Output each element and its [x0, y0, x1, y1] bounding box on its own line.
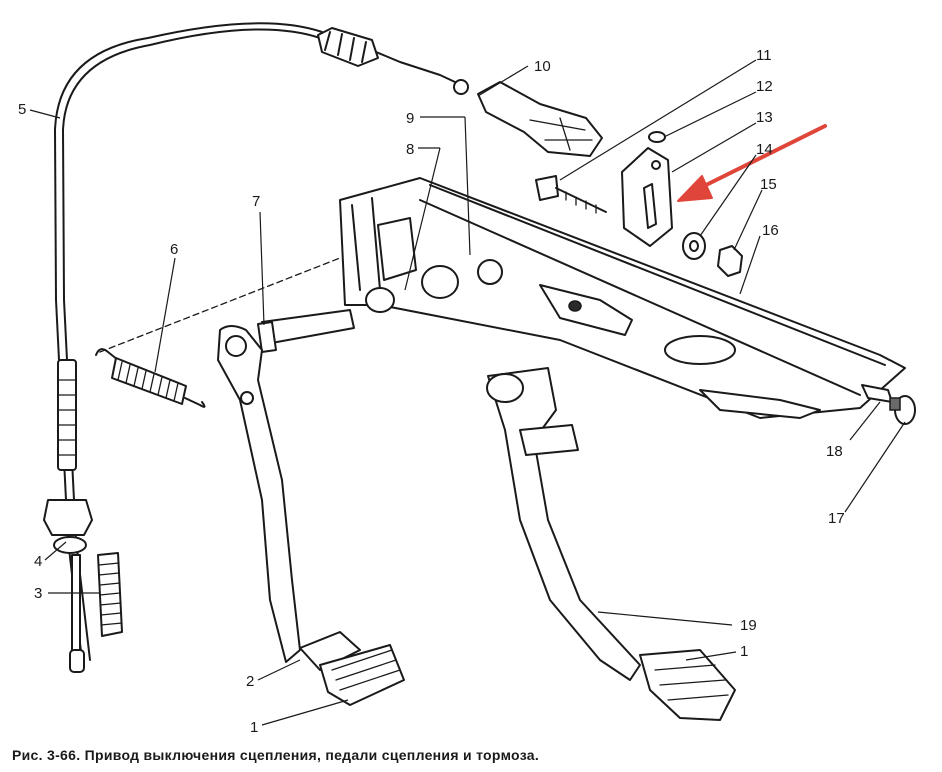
clutch-pedal [217, 325, 405, 706]
washer [682, 232, 706, 260]
nut [717, 245, 743, 277]
callout-2: 2 [246, 673, 254, 690]
return-spring [95, 257, 341, 408]
brake-pedal [486, 367, 736, 721]
callout-8: 8 [406, 141, 414, 158]
callout-13: 13 [756, 109, 773, 126]
callout-labels: 5 3 4 6 7 8 9 10 11 12 13 14 15 16 18 17… [18, 47, 845, 736]
callout-1-clutch: 1 [250, 719, 258, 736]
cable-boot [97, 552, 123, 637]
leader-lines [29, 59, 906, 726]
callout-12: 12 [756, 78, 773, 95]
callout-7: 7 [252, 193, 260, 210]
clip [648, 131, 666, 143]
stop-plate [621, 147, 673, 247]
callout-10: 10 [534, 58, 551, 75]
red-pointer-arrow [677, 124, 827, 202]
stop-light-switch [861, 384, 916, 425]
clutch-cable [43, 22, 469, 673]
callout-18: 18 [826, 443, 843, 460]
bolt [535, 175, 607, 214]
figure-caption: Рис. 3-66. Привод выключения сцепления, … [12, 747, 540, 763]
callout-19: 19 [740, 617, 757, 634]
pedal-axle [257, 309, 355, 353]
callout-4: 4 [34, 553, 42, 570]
callout-1-brake: 1 [740, 643, 748, 660]
pedal-bracket [339, 177, 906, 419]
callout-6: 6 [170, 241, 178, 258]
callout-3: 3 [34, 585, 42, 602]
callout-11: 11 [756, 47, 772, 64]
callout-9: 9 [406, 110, 414, 127]
callout-16: 16 [762, 222, 779, 239]
callout-5: 5 [18, 101, 26, 118]
callout-15: 15 [760, 176, 777, 193]
callout-17: 17 [828, 510, 845, 527]
cable-end-fork [477, 81, 603, 157]
callout-14: 14 [756, 141, 773, 158]
